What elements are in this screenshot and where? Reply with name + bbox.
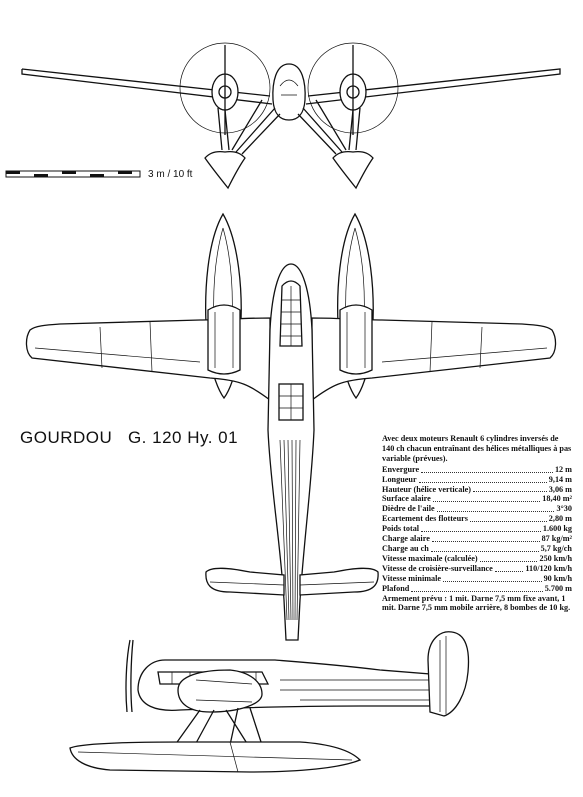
spec-leader-dots (430, 544, 539, 552)
spec-label: Envergure (382, 464, 420, 474)
float-struts (217, 99, 361, 155)
top-view (25, 212, 557, 641)
spec-value: 87 kg/m² (541, 534, 572, 544)
spec-value: 1.600 kg (542, 524, 572, 534)
spec-value: 2,80 m (548, 514, 572, 524)
spec-leader-dots (436, 504, 555, 513)
specs-armament: Armement prévu : 1 mit. Darne 7,5 mm fix… (382, 593, 571, 613)
spec-leader-dots (472, 485, 547, 493)
spec-row: Charge alaire 87 kg/m² (382, 534, 572, 544)
spec-leader-dots (421, 524, 541, 533)
aircraft-title: GOURDOU G. 120 Hy. 01 (20, 428, 238, 448)
spec-label: Dièdre de l'aile (382, 504, 435, 514)
spec-value: 3,06 m (548, 484, 572, 494)
spec-value: 9,14 m (548, 474, 572, 484)
spec-label: Charge alaire (382, 534, 430, 544)
side-struts (174, 707, 263, 746)
tailplane-right (299, 567, 379, 596)
spec-row: Ecartement des flotteurs 2,80 m (382, 514, 572, 524)
tailplane (205, 567, 285, 596)
spec-value: 3°30 (556, 504, 572, 514)
scale-bar (5, 170, 141, 178)
spec-row: Vitesse minimale 90 km/h (382, 574, 572, 584)
spec-row: Plafond 5.700 m (382, 584, 572, 594)
spec-leader-dots (418, 475, 547, 483)
right-float-front (332, 150, 374, 190)
specifications-block: Avec deux moteurs Renault 6 cylindres in… (382, 434, 572, 613)
spec-value: 5.700 m (544, 583, 572, 593)
spec-label: Charge au ch (382, 543, 429, 553)
front-view (21, 42, 561, 190)
spec-label: Ecartement des flotteurs (382, 514, 468, 524)
spec-label: Plafond (382, 583, 410, 593)
spec-row: Charge au ch 5,7 kg/ch (382, 544, 572, 554)
spec-leader-dots (494, 564, 524, 572)
spec-leader-dots (432, 494, 541, 503)
spec-label: Vitesse minimale (382, 573, 442, 583)
spec-row: Vitesse maximale (calculée) 250 km/h (382, 554, 572, 564)
spec-label: Vitesse maximale (calculée) (382, 553, 478, 563)
title-designation: G. 120 Hy. 01 (127, 428, 239, 447)
spec-row: Hauteur (hélice verticale) 3,06 m (382, 485, 572, 495)
title-name: GOURDOU (20, 428, 113, 447)
spec-row: Surface alaire 18,40 m² (382, 494, 572, 504)
scale-label: 3 m / 10 ft (148, 169, 193, 180)
spec-row: Poids total 1.600 kg (382, 524, 572, 534)
side-view (69, 631, 470, 773)
specs-intro: Avec deux moteurs Renault 6 cylindres in… (382, 434, 572, 463)
spec-value: 110/120 km/h (525, 563, 572, 573)
spec-row: Longueur 9,14 m (382, 475, 572, 485)
spec-value: 250 km/h (539, 553, 572, 563)
spec-leader-dots (431, 534, 540, 542)
spec-leader-dots (443, 574, 542, 582)
spec-label: Poids total (382, 524, 420, 534)
spec-value: 12 m (554, 464, 572, 474)
fin-rudder (427, 631, 470, 717)
spec-leader-dots (469, 514, 547, 523)
side-engine-nacelle (177, 669, 263, 713)
side-float (69, 741, 362, 773)
spec-leader-dots (421, 465, 553, 473)
spec-label: Hauteur (hélice verticale) (382, 484, 471, 494)
left-float-front (204, 150, 246, 190)
spec-value: 5,7 kg/ch (540, 543, 572, 553)
spec-value: 90 km/h (543, 573, 572, 583)
spec-row: Dièdre de l'aile 3°30 (382, 504, 572, 514)
spec-leader-dots (411, 584, 543, 592)
side-propeller (125, 639, 134, 713)
spec-row: Envergure 12 m (382, 465, 572, 475)
fuselage-top (267, 263, 315, 641)
spec-leader-dots (479, 554, 538, 562)
spec-label: Longueur (382, 474, 417, 484)
front-fuselage (272, 63, 306, 121)
spec-value: 18,40 m² (542, 494, 572, 504)
spec-row: Vitesse de croisière-surveillance 110/120… (382, 564, 572, 574)
spec-label: Surface alaire (382, 494, 431, 504)
spec-label: Vitesse de croisière-surveillance (382, 563, 493, 573)
